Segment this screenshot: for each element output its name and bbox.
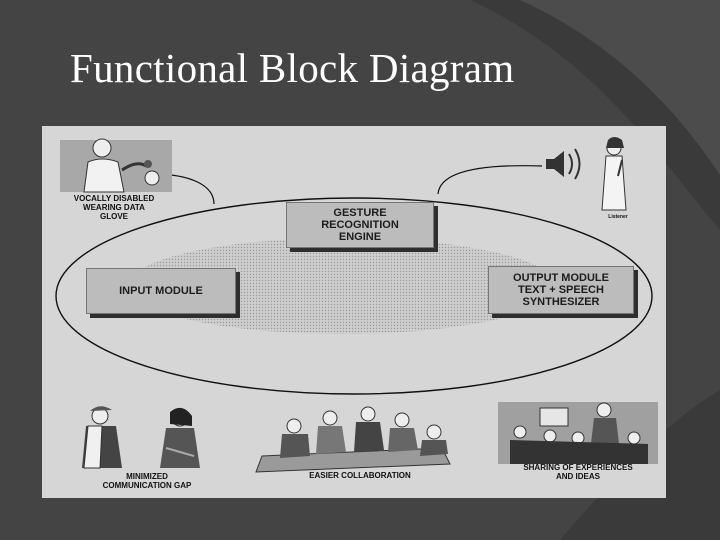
gesture-recognition-engine-block: GESTURE RECOGNITION ENGINE	[286, 202, 434, 248]
input-module-block: INPUT MODULE	[86, 268, 236, 314]
sharing-caption: SHARING OF EXPERIENCES AND IDEAS	[523, 463, 633, 481]
two-people-figure	[82, 406, 200, 469]
outer-ellipse	[55, 197, 653, 395]
slide-title: Functional Block Diagram	[70, 45, 515, 91]
collaboration-group-figure	[255, 406, 451, 473]
minimized-gap-caption: MINIMIZED COMMUNICATION GAP	[102, 472, 192, 490]
vocally-disabled-person-figure	[60, 138, 172, 193]
block-diagram-figure: GESTURE RECOGNITION ENGINE INPUT MODULE …	[42, 126, 666, 498]
listener-caption: Listener	[608, 214, 628, 220]
listener-figure	[601, 137, 627, 211]
easier-collaboration-caption: EASIER COLLABORATION	[309, 471, 411, 480]
speaker-icon	[546, 148, 581, 180]
connector-right	[437, 165, 543, 195]
presentation-audience-figure	[498, 402, 658, 464]
vocally-disabled-caption: VOCALLY DISABLED WEARING DATA GLOVE	[73, 194, 155, 221]
output-module-block: OUTPUT MODULE TEXT + SPEECH SYNTHESIZER	[488, 266, 634, 314]
